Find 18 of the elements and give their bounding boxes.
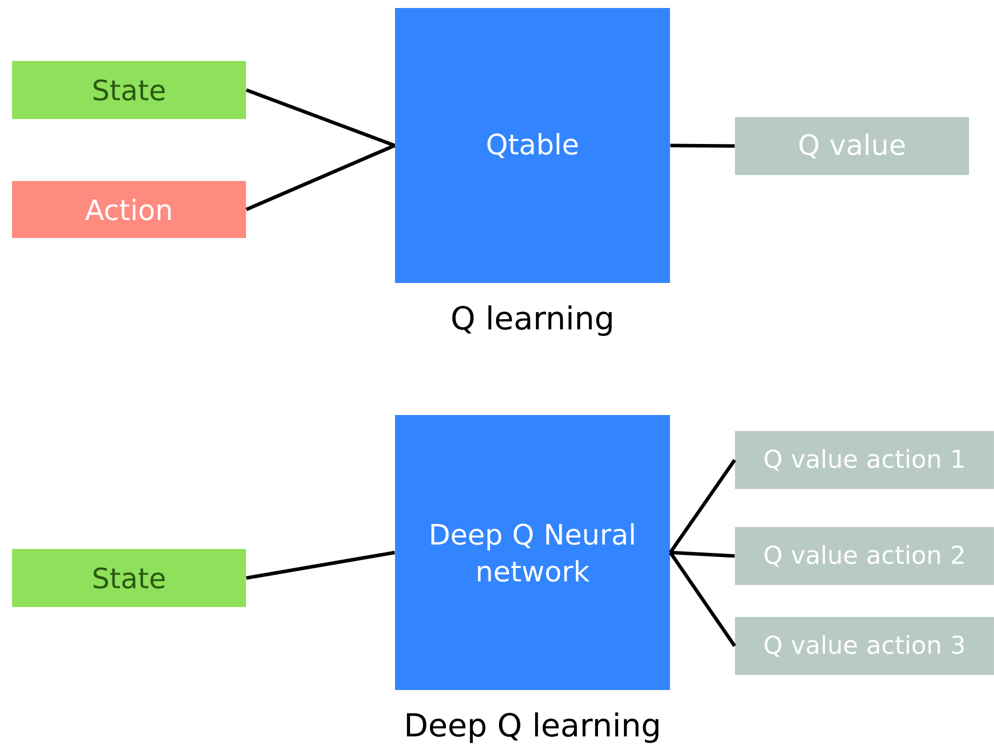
- node-label: Q learning: [452, 305, 612, 336]
- input-box: State: [12, 549, 246, 607]
- connector-line: [670, 144, 735, 148]
- process-box: Qtable: [395, 8, 670, 283]
- connector-line: [668, 459, 736, 554]
- output-box: Q value action 2: [735, 527, 994, 585]
- output-box: Q value action 1: [735, 431, 994, 489]
- connector-line: [670, 550, 735, 558]
- input-box: Action: [12, 181, 246, 238]
- output-box: Q value: [735, 117, 969, 175]
- connector-line: [246, 144, 396, 212]
- connector-line: [246, 88, 396, 148]
- connector-line: [668, 552, 736, 647]
- input-box: State: [12, 61, 246, 119]
- connector-line: [246, 550, 395, 580]
- node-label: Deep Q learning: [406, 712, 658, 743]
- output-box: Q value action 3: [735, 617, 994, 675]
- process-box: Deep Q Neural network: [395, 415, 670, 690]
